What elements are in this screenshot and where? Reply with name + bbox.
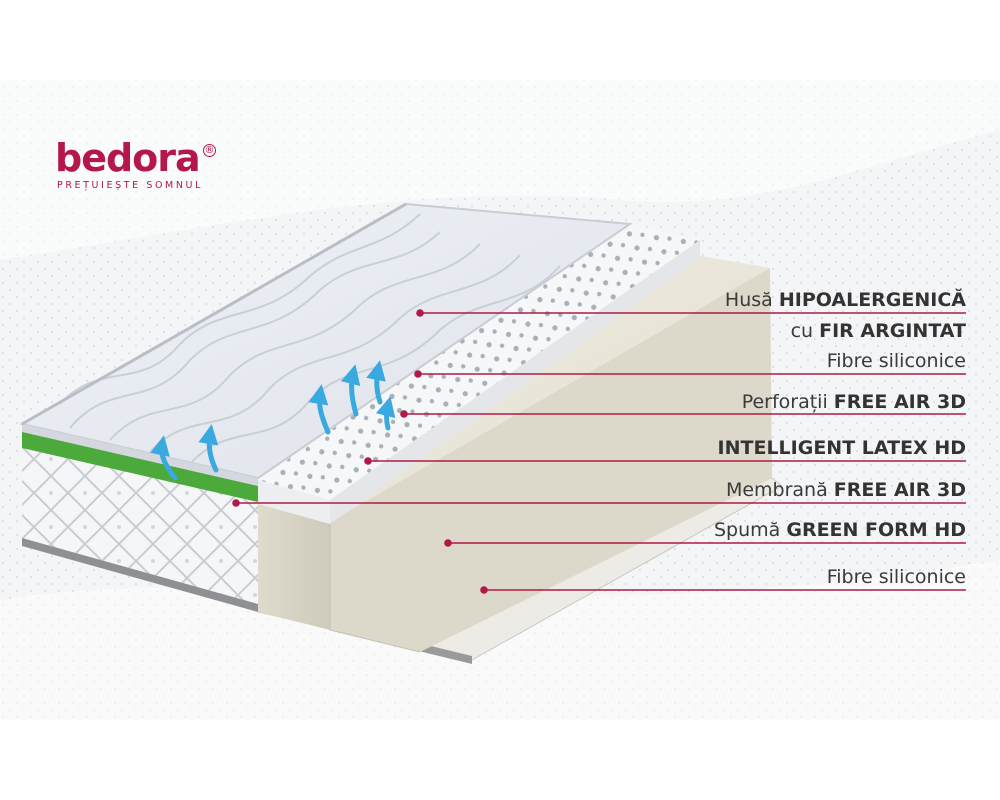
leader-lines bbox=[232, 309, 966, 594]
airflow-arrows bbox=[150, 360, 396, 481]
brand-name: bedora bbox=[55, 136, 201, 180]
brand-logo: bedora ® PREȚUIEȘTE SOMNUL bbox=[55, 136, 225, 192]
latex-layer-front bbox=[258, 480, 330, 524]
label-membrana: Membrană FREE AIR 3D bbox=[725, 479, 966, 501]
label-fir-argintat: cu FIR ARGINTAT bbox=[790, 320, 966, 342]
label-husa-hipoalergenica: Husă HIPOALERGENICĂ bbox=[724, 289, 966, 311]
label-fibre-siliconice-top: Fibre siliconice bbox=[826, 350, 966, 372]
label-perforatii: Perforații FREE AIR 3D bbox=[741, 391, 966, 413]
brand-tagline: PREȚUIEȘTE SOMNUL bbox=[57, 180, 204, 191]
label-intelligent-latex: INTELLIGENT LATEX HD bbox=[717, 437, 966, 459]
green-form-foam-side bbox=[330, 268, 772, 652]
label-spuma-green-form: Spumă GREEN FORM HD bbox=[713, 519, 966, 541]
label-fibre-siliconice-bottom: Fibre siliconice bbox=[826, 566, 966, 588]
free-air-membrane bbox=[22, 430, 258, 502]
green-form-foam-front bbox=[258, 500, 330, 630]
registered-mark-icon: ® bbox=[203, 144, 216, 157]
